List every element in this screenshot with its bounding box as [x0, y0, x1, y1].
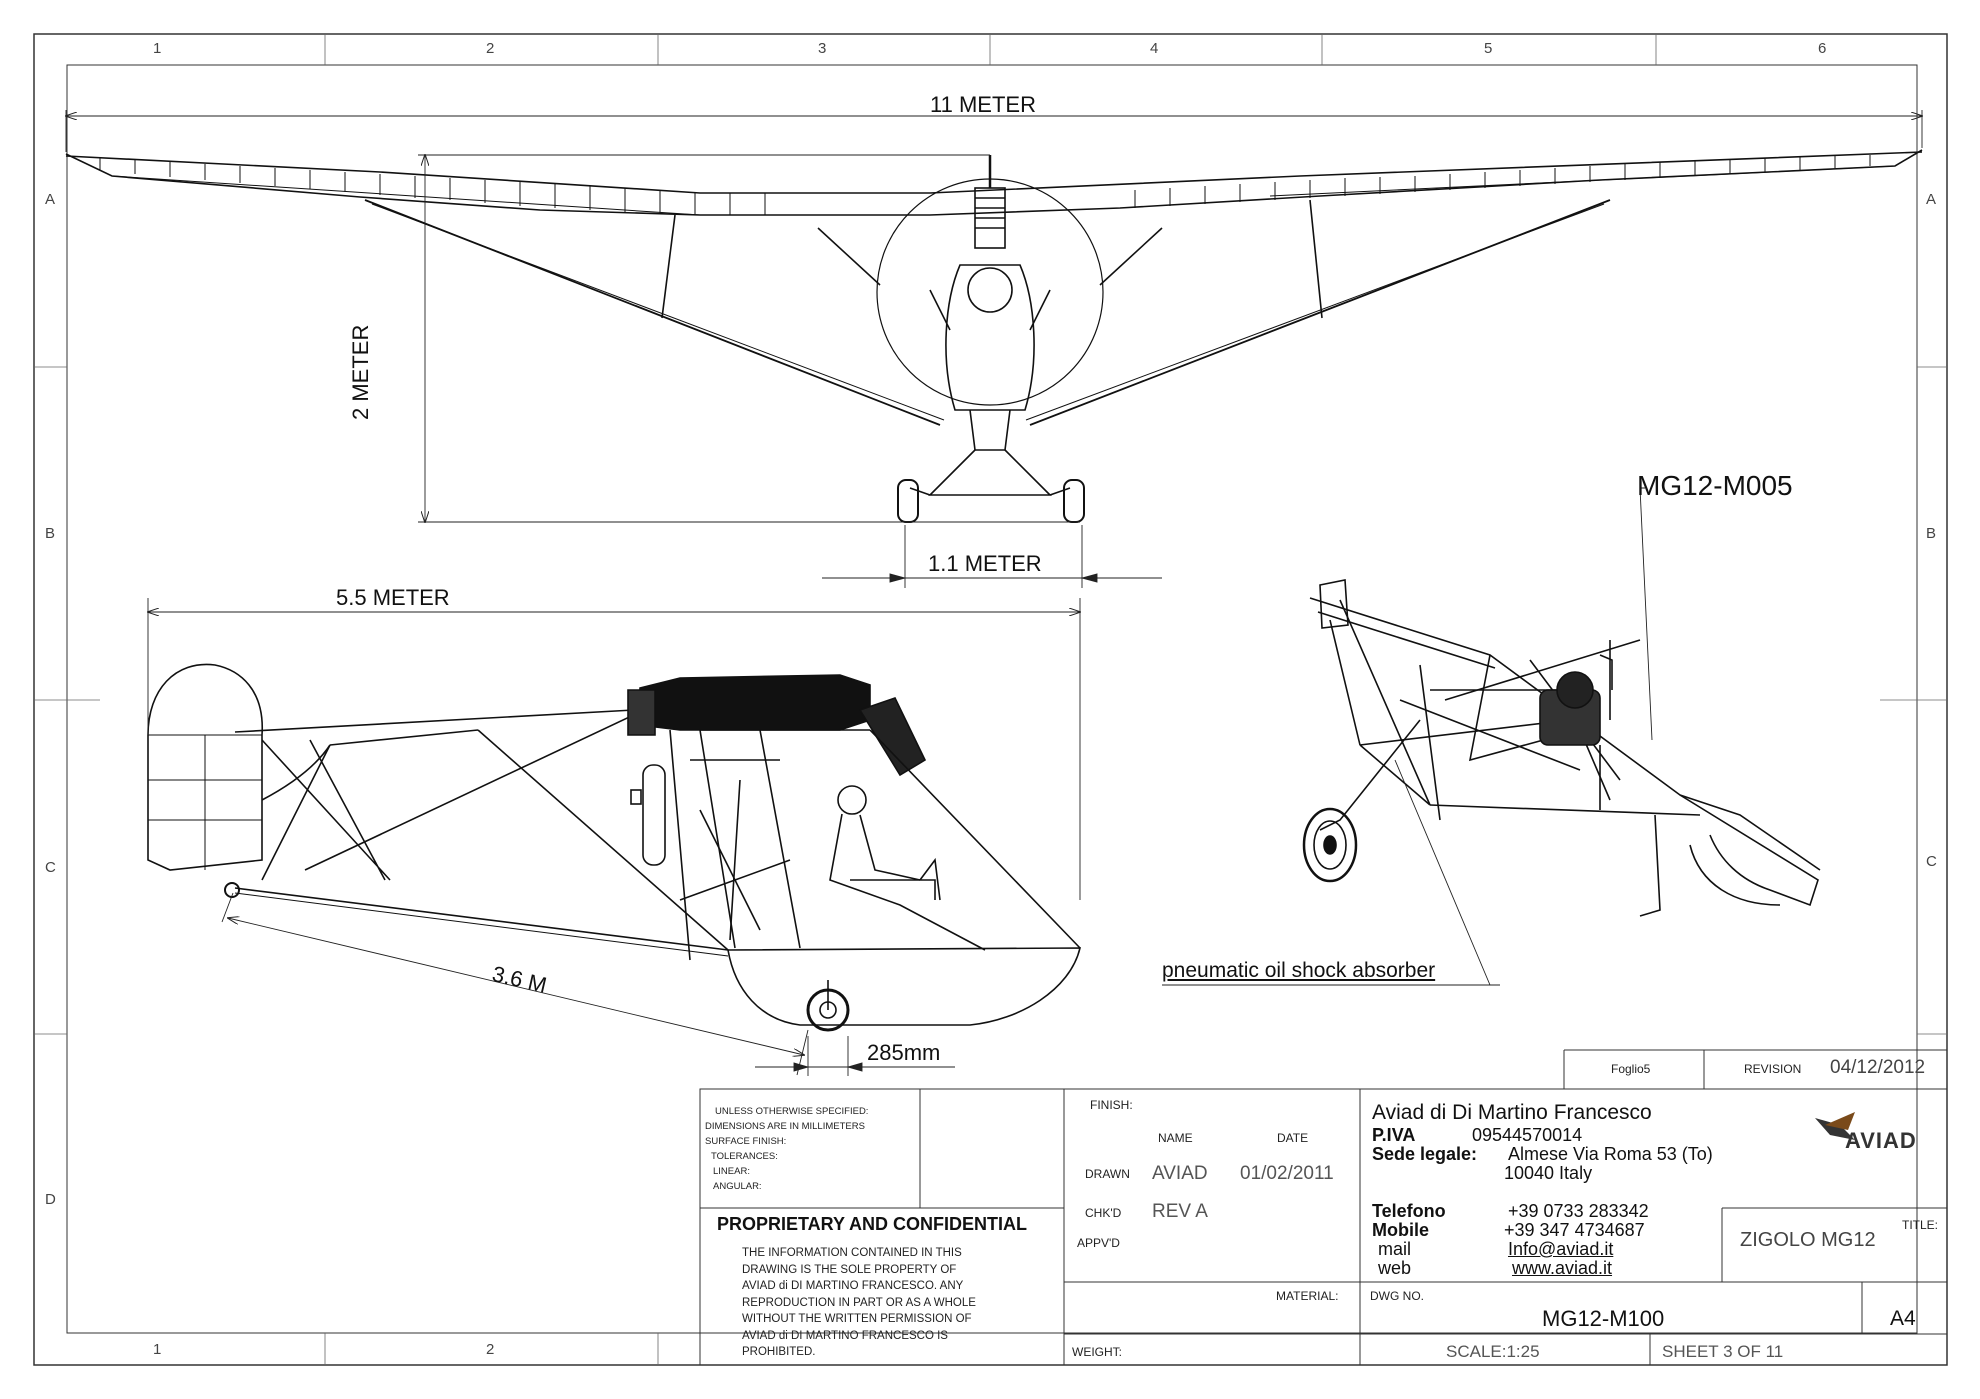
- mail-link[interactable]: Info@aviad.it: [1508, 1239, 1614, 1259]
- zone-row-b-left: B: [45, 525, 56, 542]
- zone-row-b-right: B: [1926, 525, 1937, 542]
- wheel-width-dimension: 285mm: [867, 1040, 941, 1065]
- revision-date: 04/12/2012: [1830, 1057, 1926, 1078]
- zone-col-6-top: 6: [1818, 40, 1827, 57]
- length-dimension: 5.5 METER: [336, 585, 450, 610]
- company-name: Aviad di Di Martino Francesco: [1372, 1101, 1652, 1124]
- note-line: ANGULAR:: [713, 1181, 762, 1192]
- zone-row-a-left: A: [45, 191, 56, 208]
- zone-col-5-top: 5: [1484, 40, 1493, 57]
- proprietary-line: DRAWING IS THE SOLE PROPERTY OF: [742, 1263, 957, 1276]
- telefono-value: +39 0733 283342: [1508, 1201, 1649, 1221]
- piva-value: 09544570014: [1472, 1125, 1583, 1145]
- proprietary-line: THE INFORMATION CONTAINED IN THIS: [742, 1247, 962, 1259]
- note-line: SURFACE FINISH:: [705, 1136, 787, 1147]
- proprietary-line: WITHOUT THE WRITTEN PERMISSION OF: [742, 1313, 972, 1325]
- part-ref-label: MG12-M005: [1637, 470, 1793, 501]
- drawn-label: DRAWN: [1085, 1167, 1130, 1181]
- note-line: DIMENSIONS ARE IN MILLIMETERS: [705, 1121, 865, 1132]
- logo-text: AVIAD: [1845, 1128, 1917, 1153]
- name-label: NAME: [1158, 1131, 1193, 1145]
- mail-label: mail: [1378, 1239, 1412, 1259]
- zone-row-d-left: D: [45, 1191, 56, 1208]
- note-line: UNLESS OTHERWISE SPECIFIED:: [715, 1106, 869, 1117]
- sede-line-1: Almese Via Roma 53 (To): [1508, 1144, 1713, 1164]
- zone-col-1-top: 1: [153, 40, 162, 57]
- zone-row-c-right: C: [1926, 853, 1937, 870]
- note-line: TOLERANCES:: [711, 1151, 778, 1162]
- proprietary-line: AVIAD di DI MARTINO FRANCESCO. ANY: [742, 1280, 964, 1292]
- piva-label: P.IVA: [1372, 1125, 1416, 1145]
- date-label: DATE: [1277, 1131, 1309, 1145]
- proprietary-line: AVIAD di DI MARTINO FRANCESCO IS: [742, 1329, 948, 1342]
- finish-label: FINISH:: [1090, 1098, 1133, 1112]
- chkd-label: CHK'D: [1085, 1206, 1122, 1220]
- front-view-aircraft: [65, 149, 1923, 523]
- height-dimension: 2 METER: [348, 324, 373, 420]
- web-label: web: [1378, 1258, 1412, 1278]
- title-block-frame: [699, 1049, 1948, 1366]
- zone-col-2-bottom: 2: [486, 1341, 495, 1358]
- proprietary-line: PROHIBITED.: [742, 1346, 816, 1358]
- side-view-aircraft: [147, 663, 1082, 1032]
- revision-label: REVISION: [1744, 1062, 1802, 1076]
- leader-lines: [1162, 487, 1653, 986]
- zone-col-4-top: 4: [1150, 40, 1159, 57]
- drawing-number: MG12-M100: [1542, 1306, 1665, 1331]
- material-label: MATERIAL:: [1276, 1289, 1339, 1303]
- zone-row-a-right: A: [1926, 191, 1937, 208]
- dimension-lines-front: [66, 110, 1922, 588]
- drawing-border: [33, 33, 1948, 1366]
- wingspan-dimension: 11 METER: [930, 92, 1036, 117]
- paper-size: A4: [1890, 1307, 1916, 1330]
- track-dimension: 1.1 METER: [928, 551, 1042, 576]
- landing-gear-isometric: [1302, 579, 1821, 917]
- zone-col-3-top: 3: [818, 40, 827, 57]
- note-line: LINEAR:: [713, 1166, 750, 1177]
- shock-absorber-label: pneumatic oil shock absorber: [1162, 959, 1436, 982]
- tolerance-notes: UNLESS OTHERWISE SPECIFIED: DIMENSIONS A…: [705, 1104, 868, 1194]
- drawn-date: 01/02/2011: [1240, 1163, 1334, 1184]
- title-label: TITLE:: [1902, 1218, 1939, 1232]
- drawn-name: AVIAD: [1152, 1163, 1208, 1184]
- zone-row-c-left: C: [45, 859, 56, 876]
- mobile-label: Mobile: [1372, 1220, 1429, 1240]
- sede-line-2: 10040 Italy: [1504, 1163, 1593, 1183]
- sheet-name: Foglio5: [1611, 1062, 1651, 1076]
- zone-col-2-top: 2: [486, 40, 495, 57]
- proprietary-title: PROPRIETARY AND CONFIDENTIAL: [717, 1214, 1028, 1234]
- drawing-title: ZIGOLO MG12: [1740, 1229, 1876, 1251]
- proprietary-line: REPRODUCTION IN PART OR AS A WHOLE: [742, 1296, 976, 1309]
- web-link[interactable]: www.aviad.it: [1512, 1258, 1613, 1278]
- sheet-number: SHEET 3 OF 11: [1662, 1342, 1784, 1361]
- sede-label: Sede legale:: [1372, 1144, 1478, 1164]
- aviad-logo-icon: [1815, 1112, 1855, 1140]
- zone-col-1-bottom: 1: [153, 1341, 162, 1358]
- telefono-label: Telefono: [1372, 1201, 1446, 1221]
- dimension-lines-side: [148, 598, 1080, 1076]
- mobile-value: +39 347 4734687: [1504, 1220, 1645, 1240]
- appvd-label: APPV'D: [1077, 1236, 1120, 1250]
- dwg-no-label: DWG NO.: [1370, 1289, 1424, 1303]
- scale: SCALE:1:25: [1446, 1342, 1540, 1361]
- weight-label: WEIGHT:: [1072, 1345, 1122, 1359]
- proprietary-text: THE INFORMATION CONTAINED IN THIS DRAWIN…: [742, 1245, 976, 1361]
- chkd-name: REV A: [1152, 1201, 1208, 1222]
